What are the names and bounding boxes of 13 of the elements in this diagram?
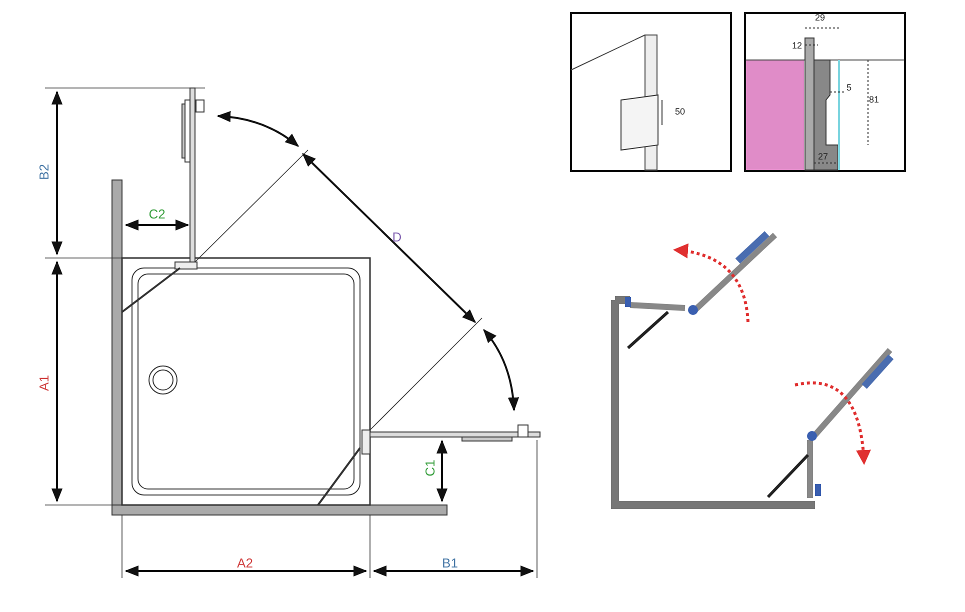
dimension-label: 50 <box>675 108 685 116</box>
dimension-label: C1 <box>424 460 436 476</box>
dimension-label: 5 <box>846 84 852 92</box>
dimension-label: D <box>392 230 402 244</box>
dimension-label: B1 <box>442 556 458 570</box>
dimension-label: B2 <box>38 164 50 180</box>
dimension-label: 81 <box>869 96 879 104</box>
dimension-label: A2 <box>237 556 253 570</box>
dimension-label: 27 <box>818 152 828 162</box>
dimension-label: C2 <box>148 208 166 220</box>
dimension-label: A1 <box>38 375 50 391</box>
dimension-label: 12 <box>792 42 802 50</box>
dimension-label: 29 <box>815 14 825 22</box>
